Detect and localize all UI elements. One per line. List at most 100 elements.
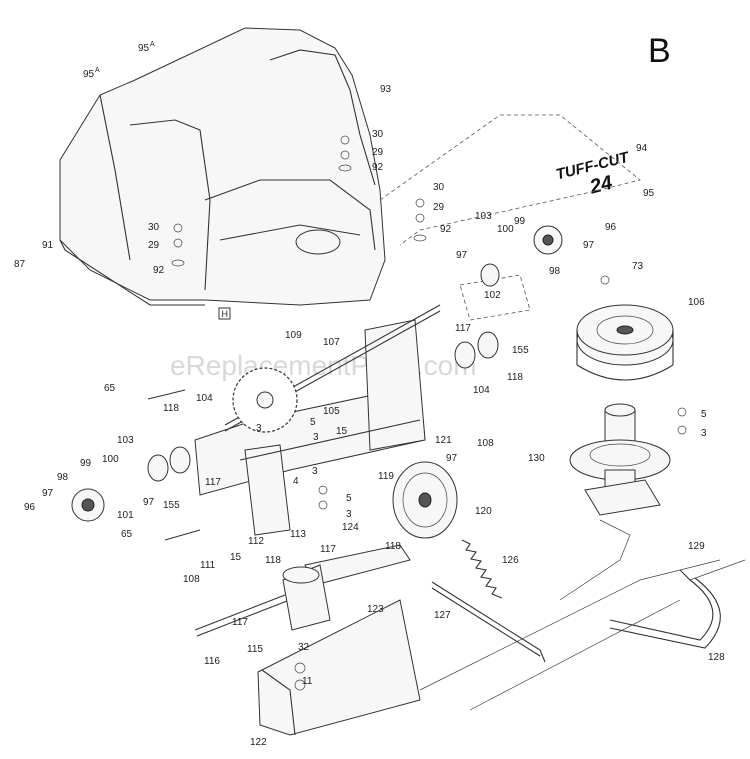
part-label: 97 — [143, 497, 155, 508]
part-label: 92 — [153, 265, 165, 276]
sprocket — [232, 367, 298, 433]
part-label: 124 — [342, 522, 359, 533]
part-label: 29 — [433, 202, 445, 213]
part-label: 100 — [102, 454, 119, 465]
pulley-106 — [576, 304, 674, 381]
part-label: 99 — [80, 458, 92, 469]
leader-loop-right — [459, 274, 531, 321]
part-label: 94 — [636, 143, 648, 154]
part-label: 117 — [232, 617, 248, 628]
part-label: 3 — [313, 432, 319, 443]
part-label: 106 — [688, 297, 705, 308]
part-label: 122 — [250, 737, 267, 748]
pulley-120 — [392, 461, 458, 539]
part-label: 118 — [163, 403, 179, 414]
part-label: 99 — [514, 216, 526, 227]
part-label: 103 — [117, 435, 134, 446]
gear-98-right — [533, 225, 563, 255]
svg-text:H: H — [222, 309, 229, 319]
part-label: 30 — [433, 182, 445, 193]
part-label: 117 — [455, 323, 471, 334]
part-label: 121 — [435, 435, 452, 446]
deflector-housing — [59, 27, 386, 306]
part-label: 126 — [502, 555, 519, 566]
clip-128 — [609, 569, 714, 641]
part-label: 108 — [477, 438, 494, 449]
part-label: 97 — [42, 488, 54, 499]
part-label: 155 — [163, 500, 180, 511]
part-label: 155 — [512, 345, 529, 356]
part-label: 109 — [285, 330, 302, 341]
tractor-frame — [419, 519, 746, 711]
part-label: 115 — [247, 644, 263, 655]
axle-shaft — [194, 594, 286, 631]
part-label: 91 — [42, 240, 54, 251]
part-label: 104 — [473, 385, 490, 396]
part-label: 97 — [456, 250, 468, 261]
part-label: 101 — [117, 510, 134, 521]
rod-127 — [431, 581, 546, 663]
part-label: 4 — [293, 476, 299, 487]
part-label: 111 — [200, 560, 216, 571]
part-label: 107 — [323, 337, 340, 348]
part-label: 30 — [148, 222, 160, 233]
part-label: 130 — [528, 453, 545, 464]
part-label: 102 — [484, 290, 501, 301]
part-label: 96 — [24, 502, 36, 513]
part-label: 3 — [256, 423, 262, 434]
part-label: 92 — [440, 224, 452, 235]
part-label: 98 — [57, 472, 69, 483]
mounting-bracket — [194, 319, 426, 736]
bushing-155-right — [454, 331, 499, 369]
part-label: 5 — [701, 409, 707, 420]
part-label: 5 — [346, 493, 352, 504]
part-label: 117 — [205, 477, 221, 488]
part-label: 93 — [380, 84, 392, 95]
part-label: 30 — [372, 129, 384, 140]
part-label: 117 — [320, 544, 336, 555]
part-label: 73 — [632, 261, 644, 272]
part-label: 29 — [148, 240, 160, 251]
part-label: 29 — [372, 147, 384, 158]
part-label: 96 — [605, 222, 617, 233]
part-label: 92 — [372, 162, 384, 173]
part-label: 98 — [549, 266, 561, 277]
leader-loop-top — [379, 114, 641, 246]
part-label: 127 — [434, 610, 451, 621]
part-label: 15 — [336, 426, 348, 437]
part-label: 118 — [507, 372, 523, 383]
part-label: 11 — [302, 676, 313, 687]
part-label: 112 — [248, 536, 264, 547]
part-label: 103 — [475, 211, 492, 222]
part-label: 97 — [583, 240, 595, 251]
support-115 — [282, 564, 331, 631]
part-label: 129 — [688, 541, 705, 552]
part-label: 123 — [367, 604, 384, 615]
part-label: 3 — [312, 466, 318, 477]
part-label: 65 — [121, 529, 133, 540]
part-label: 118 — [385, 541, 401, 552]
part-label: 3 — [346, 509, 352, 520]
part-label: 105 — [323, 406, 340, 417]
part-label: 128 — [708, 652, 725, 663]
gear-98-left — [71, 488, 105, 522]
reference-box-h: H — [218, 307, 231, 320]
part-label: 95 — [83, 69, 95, 80]
part-label: 3 — [701, 428, 707, 439]
part-label: 120 — [475, 506, 492, 517]
part-label: 108 — [183, 574, 200, 585]
part-label: 32 — [298, 642, 310, 653]
part-label: 113 — [290, 529, 306, 540]
part-label: 100 — [497, 224, 514, 235]
svg-text:24: 24 — [587, 172, 615, 199]
part-label: 87 — [14, 259, 26, 270]
part-label: 97 — [446, 453, 458, 464]
part-labels: 95 A 95 A 93 30 29 92 94 95 30 29 92 30 … — [14, 41, 725, 748]
part-label: 5 — [310, 417, 316, 428]
part-label: 15 — [230, 552, 242, 563]
section-letter: B — [648, 32, 671, 70]
part-label: 118 — [265, 555, 281, 566]
part-label: 95 — [138, 43, 150, 54]
part-label: 104 — [196, 393, 213, 404]
